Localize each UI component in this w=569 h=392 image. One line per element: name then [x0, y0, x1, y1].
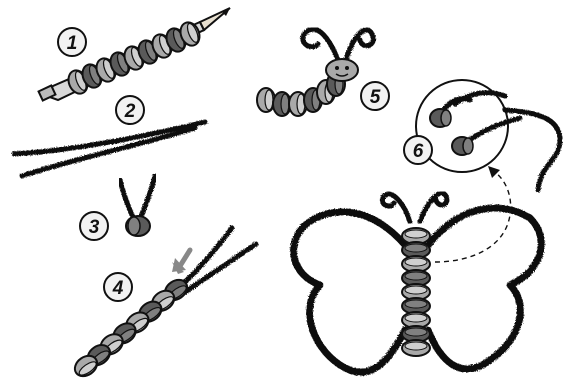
- step-number-6: 6: [413, 141, 424, 162]
- step-3-bead-with-folded-pipe: [120, 176, 155, 236]
- step-badge-1: 1: [58, 28, 86, 56]
- bead: [126, 216, 150, 236]
- bead-stack-step-1: [65, 20, 203, 97]
- butterfly-antennae: [382, 193, 446, 222]
- step-number-4: 4: [112, 278, 124, 299]
- step-number-3: 3: [89, 217, 100, 238]
- step-badge-6: 6: [404, 136, 432, 164]
- step-number-1: 1: [67, 33, 78, 54]
- detail-inset: [416, 80, 520, 172]
- step-badge-4: 4: [104, 273, 132, 301]
- butterfly-body-beads: [402, 228, 430, 356]
- step-6-butterfly: [294, 80, 560, 372]
- step-badge-3: 3: [80, 212, 108, 240]
- callout-arrowhead: [488, 166, 500, 178]
- bead: [257, 88, 275, 112]
- arrow-down-left-icon: [172, 250, 190, 274]
- bead: [430, 109, 451, 127]
- step-2-pipe-cleaners: [14, 122, 205, 176]
- step-badge-2: 2: [116, 96, 144, 124]
- caterpillar-antennae: [303, 29, 374, 60]
- bead: [452, 137, 473, 155]
- step-badge-5: 5: [361, 82, 389, 110]
- bead: [402, 340, 430, 356]
- step-number-2: 2: [124, 101, 136, 122]
- step-4-threading-beads: [71, 228, 256, 380]
- step-number-5: 5: [370, 87, 381, 108]
- caterpillar-face: [326, 59, 358, 81]
- step-5-caterpillar: [257, 29, 373, 116]
- dashed-callout-line: [435, 172, 511, 262]
